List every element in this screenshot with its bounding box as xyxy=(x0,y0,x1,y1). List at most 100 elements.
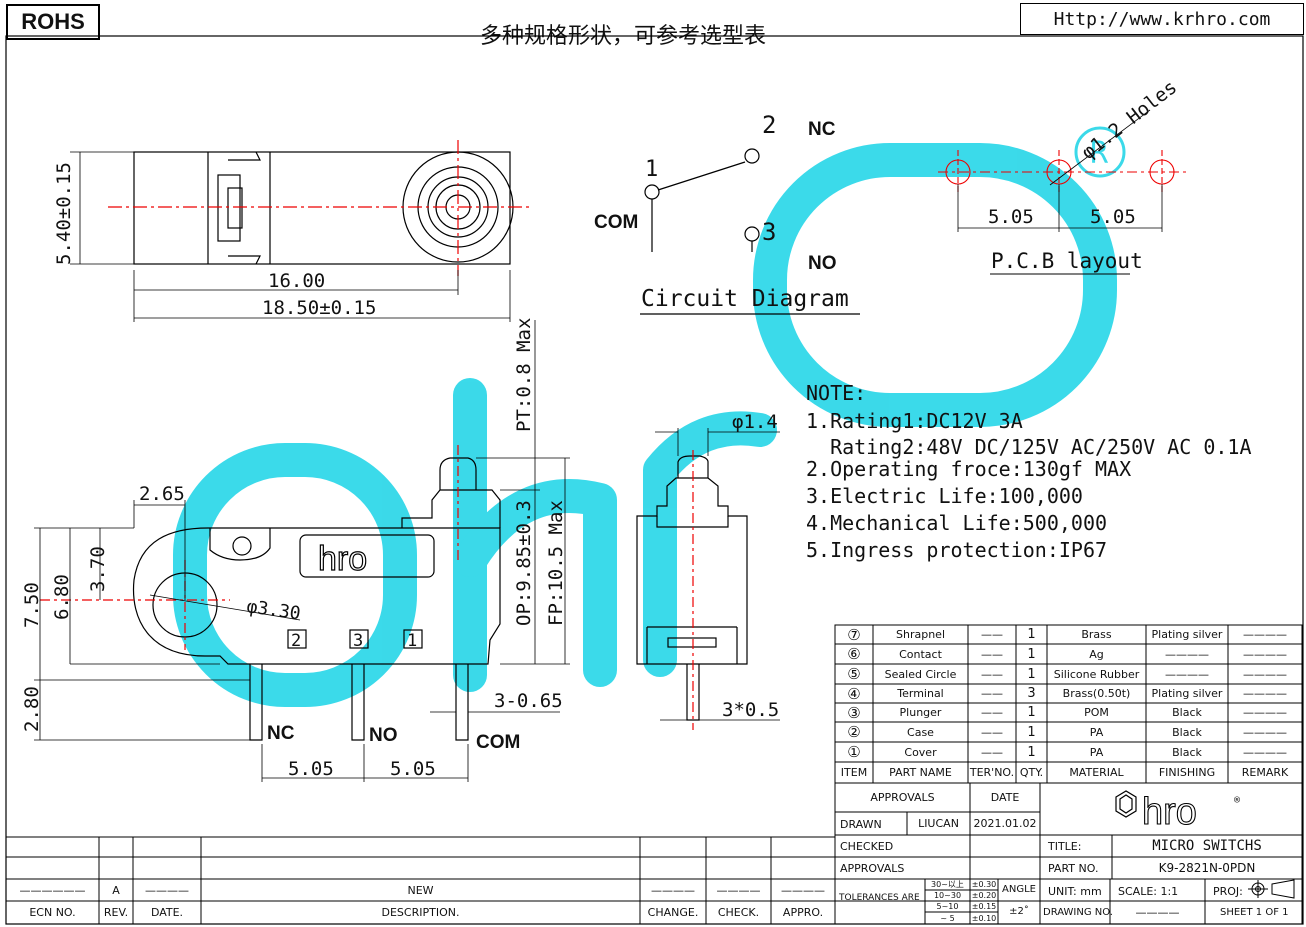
pcb-caption: P.C.B layout xyxy=(991,249,1143,273)
bom-no: ⑤ xyxy=(847,665,861,683)
bom-finish: ———— xyxy=(1165,667,1209,681)
pcb-pitch-right: 5.05 xyxy=(1090,206,1136,228)
dim-hole: φ3.30 xyxy=(245,596,302,624)
pcb-pitch-left: 5.05 xyxy=(988,206,1034,228)
tb-tol-range: 10~30 xyxy=(933,891,962,900)
bom-name: Cover xyxy=(904,745,937,759)
pcb-layout xyxy=(938,109,1186,275)
tb-drawn: DRAWN xyxy=(840,818,882,831)
top-dim-inner: 16.00 xyxy=(268,270,325,292)
bom-finish: Black xyxy=(1172,706,1202,719)
bom-qty: 1 xyxy=(1027,666,1036,682)
side-mark3: 3 xyxy=(353,631,363,651)
bom-material: POM xyxy=(1084,706,1109,719)
pcb-holes: φ1.2 Holes xyxy=(1078,76,1182,164)
tb-proj: PROJ: xyxy=(1213,885,1243,898)
bom-qty: 1 xyxy=(1027,705,1036,720)
tb-tol-range: 5~10 xyxy=(936,902,959,911)
rev-hdr-ecn: ECN NO. xyxy=(29,906,76,919)
tb-tol-val: ±0.15 xyxy=(971,902,997,911)
bom-material: Ag xyxy=(1089,647,1104,661)
bom-qty: 1 xyxy=(1027,724,1036,740)
pin-nc: NC xyxy=(267,723,295,744)
tb-logo xyxy=(1115,790,1137,818)
side-pitch-left: 5.05 xyxy=(288,758,334,780)
tb-part-label: PART NO. xyxy=(1048,862,1099,875)
rev-ecn: —————— xyxy=(19,883,86,897)
side-pitch-right: 5.05 xyxy=(390,758,436,780)
tb-tol-val: ±0.10 xyxy=(971,913,997,923)
tb-date-hdr: DATE xyxy=(990,791,1020,804)
bom-ter: —— xyxy=(981,725,1003,739)
tb-angle: ±2˚ xyxy=(1009,905,1029,917)
end-plunger-dia: φ1.4 xyxy=(732,411,778,433)
side-mark1: 1 xyxy=(407,631,417,651)
rev-appro: ———— xyxy=(781,883,825,897)
note-line: 2.Operating froce:130gf MAX xyxy=(806,457,1131,481)
end-term-thick: 3*0.5 xyxy=(722,699,779,721)
bom-remark: ———— xyxy=(1243,647,1287,661)
bom-hdr-qty: QTY. xyxy=(1019,766,1044,779)
dim-fp: FP:10.5 Max xyxy=(545,500,567,626)
rev-hdr-rev: REV. xyxy=(103,906,129,919)
bom-finish: Plating silver xyxy=(1151,687,1223,700)
circuit-caption: Circuit Diagram xyxy=(641,286,849,312)
revision-table-grid xyxy=(6,836,835,924)
note-line: 4.Mechanical Life:500,000 xyxy=(806,511,1107,535)
circuit-pin1: 1 xyxy=(645,157,658,182)
bom-no: ③ xyxy=(847,703,861,722)
bom-name: Plunger xyxy=(899,706,942,719)
watermark: R xyxy=(173,126,1126,707)
bom-material: PA xyxy=(1089,725,1104,739)
bom-remark: ———— xyxy=(1243,667,1287,681)
bom-material: Brass xyxy=(1081,628,1112,641)
bom-hdr-finish: FINISHING xyxy=(1158,766,1216,779)
tb-logo-reg: ® xyxy=(1234,795,1241,806)
tb-title-label: TITLE: xyxy=(1048,840,1082,853)
bom-hdr-ter: TER'NO. xyxy=(969,766,1015,779)
note-line: NOTE: xyxy=(806,381,866,405)
bom-ter: —— xyxy=(981,687,1003,700)
bom-remark: ———— xyxy=(1243,706,1287,719)
dim-pt: PT:0.8 Max xyxy=(513,318,535,432)
circuit-pin2: 2 xyxy=(762,111,776,139)
rev-rev: A xyxy=(112,883,120,897)
tb-drawing-no-val: ———— xyxy=(1135,906,1180,919)
bom-remark: ———— xyxy=(1243,687,1287,700)
bom-remark: ———— xyxy=(1243,725,1287,739)
bom-material: Silicone Rubber xyxy=(1053,667,1140,681)
dim-2-65: 2.65 xyxy=(139,483,185,505)
bom-no: ② xyxy=(847,723,861,741)
note-line: 3.Electric Life:100,000 xyxy=(806,484,1083,508)
top-dim-outer: 18.50±0.15 xyxy=(262,297,376,319)
bom-name: Contact xyxy=(899,647,942,661)
bom-no: ④ xyxy=(847,684,861,703)
bom-finish: Plating silver xyxy=(1151,628,1223,641)
website-url[interactable]: Http://www.krhro.com xyxy=(1020,3,1304,35)
bom-qty: 1 xyxy=(1027,627,1036,642)
tb-sheet: SHEET 1 OF 1 xyxy=(1220,907,1289,918)
bom-name: Case xyxy=(907,725,934,739)
bom-no: ① xyxy=(847,743,861,761)
circuit-no: NO xyxy=(808,253,837,274)
bom-finish: ———— xyxy=(1165,647,1209,661)
bom-ter: —— xyxy=(981,667,1003,681)
rev-date: ———— xyxy=(145,883,189,897)
notes: NOTE: 1.Rating1:DC12V 3A Rating2:48V DC/… xyxy=(806,381,1252,562)
note-line: 5.Ingress protection:IP67 xyxy=(806,538,1107,562)
projection-icon xyxy=(1248,879,1295,899)
dim-op: OP:9.85±0.3 xyxy=(513,500,535,626)
tb-logo-text: hro xyxy=(1142,791,1197,833)
circuit-com: COM xyxy=(594,212,638,233)
top-dim-height: 5.40±0.15 xyxy=(53,162,75,265)
bom-finish: Black xyxy=(1172,745,1202,759)
bom-material: Brass(0.50t) xyxy=(1062,687,1131,700)
bom-no: ⑥ xyxy=(847,645,861,663)
tb-tol-val: ±0.20 xyxy=(971,891,997,900)
title-block-grid xyxy=(834,782,1303,925)
bom-hdr-item: ITEM xyxy=(840,766,868,779)
bom-finish: Black xyxy=(1172,725,1202,739)
rev-hdr-appro: APPRO. xyxy=(782,906,824,919)
